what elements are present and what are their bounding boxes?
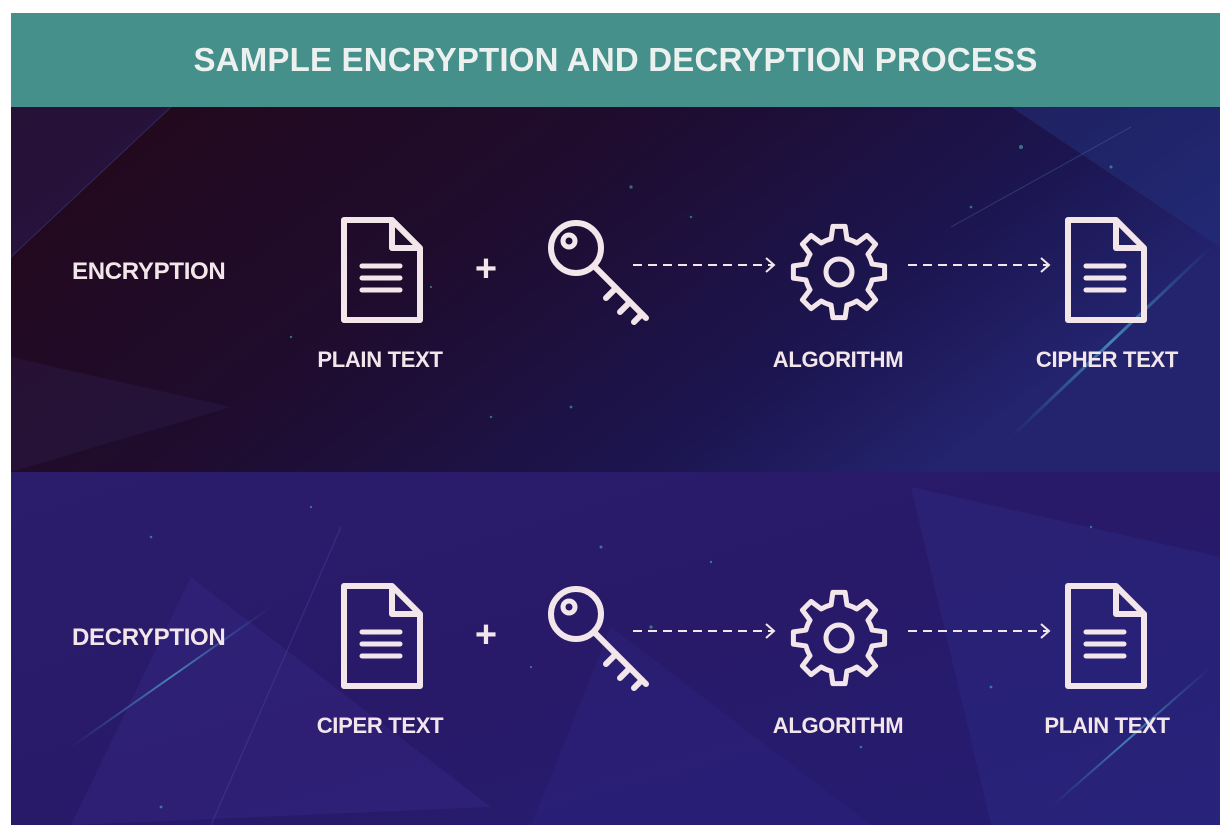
background-panels — [11, 107, 1220, 825]
gear-outline — [790, 589, 888, 687]
input-label: PLAIN TEXT — [317, 347, 443, 372]
dashed-arrow — [633, 257, 776, 273]
header-bar: SAMPLE ENCRYPTION AND DECRYPTION PROCESS — [11, 13, 1220, 107]
decorative-shard — [11, 107, 171, 257]
plus-operator: + — [474, 248, 498, 290]
dashed-arrow — [908, 623, 1051, 639]
key-icon — [548, 586, 649, 691]
decorative-shard — [11, 357, 231, 472]
output-label: CIPHER TEXT — [1035, 347, 1179, 372]
page-title: SAMPLE ENCRYPTION AND DECRYPTION PROCESS — [193, 41, 1038, 78]
decorative-line — [210, 526, 342, 825]
document-icon — [341, 217, 423, 323]
particle-dots — [149, 145, 1173, 809]
decorative-shard — [531, 627, 871, 825]
document-icon — [1065, 217, 1147, 323]
light-streak — [1050, 666, 1212, 808]
infographic: SAMPLE ENCRYPTION AND DECRYPTION PROCESS… — [11, 13, 1220, 825]
light-streak — [1009, 245, 1213, 439]
process-label: ALGORITHM — [772, 347, 904, 372]
decorative-shard — [71, 577, 491, 825]
row-label-encryption: ENCRYPTION — [72, 258, 226, 285]
decorative-line — [11, 107, 172, 258]
process-label: ALGORITHM — [772, 713, 904, 738]
document-icon — [341, 583, 423, 689]
decorative-line — [950, 126, 1132, 228]
light-streak — [70, 606, 272, 748]
gear-icon — [790, 223, 888, 321]
document-icon — [1065, 583, 1147, 689]
input-label: CIPER TEXT — [316, 713, 444, 738]
gear-hub — [823, 622, 855, 654]
plus-operator: + — [474, 614, 498, 656]
gear-icon — [790, 589, 888, 687]
output-label: PLAIN TEXT — [1044, 713, 1170, 738]
dashed-arrow — [633, 623, 776, 639]
row-label-decryption: DECRYPTION — [72, 624, 226, 651]
decorative-shard — [1011, 107, 1220, 247]
gear-hub — [823, 256, 855, 288]
gear-outline — [790, 223, 888, 321]
key-icon — [548, 220, 649, 325]
dashed-arrow — [908, 257, 1051, 273]
